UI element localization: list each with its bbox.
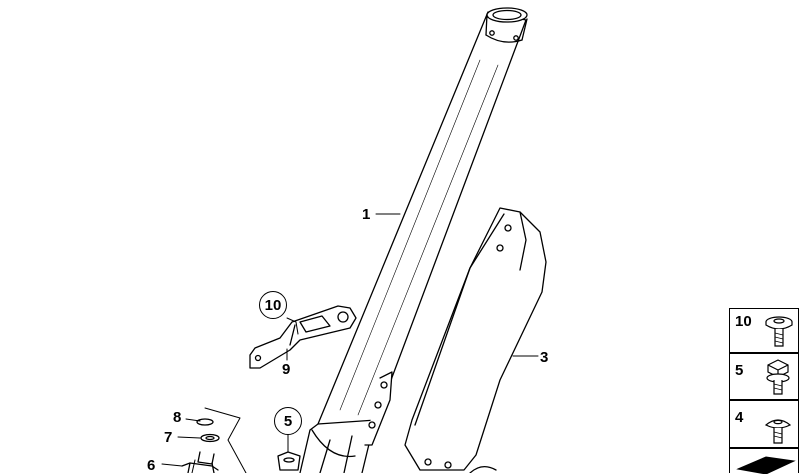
pan-screw-icon xyxy=(764,419,792,444)
leader-lines xyxy=(161,213,539,467)
legend-item: 4 xyxy=(729,400,799,448)
lower-bolt-drawing xyxy=(277,451,301,471)
fork-tube-drawing xyxy=(317,7,528,425)
callout-fork-guard: 3 xyxy=(540,349,549,366)
callout-bracket: 9 xyxy=(282,361,291,378)
flange-screw-icon xyxy=(765,316,793,347)
callout-washer-8: 8 xyxy=(173,409,182,426)
offscreen-callout-circle xyxy=(469,466,497,473)
callout-fork-tube: 1 xyxy=(362,206,371,223)
fork-leg-drawing xyxy=(299,371,393,473)
fork-guard-drawing xyxy=(404,207,547,471)
legend-item-partial xyxy=(729,448,799,474)
callout-lower-screw: 5 xyxy=(274,407,302,435)
legend-number: 4 xyxy=(735,409,744,426)
bracket-drawing xyxy=(249,305,357,369)
legend-number: 10 xyxy=(735,313,752,330)
small-parts-drawing xyxy=(181,407,247,473)
callout-part-6: 6 xyxy=(147,457,156,474)
callout-bracket-screw: 10 xyxy=(259,291,287,319)
legend-item: 10 xyxy=(729,308,799,353)
hex-bolt-icon xyxy=(766,359,790,395)
legend-item: 5 xyxy=(729,353,799,400)
gasket-icon xyxy=(736,456,796,474)
legend-number: 5 xyxy=(735,362,744,379)
callout-washer-7: 7 xyxy=(164,429,173,446)
